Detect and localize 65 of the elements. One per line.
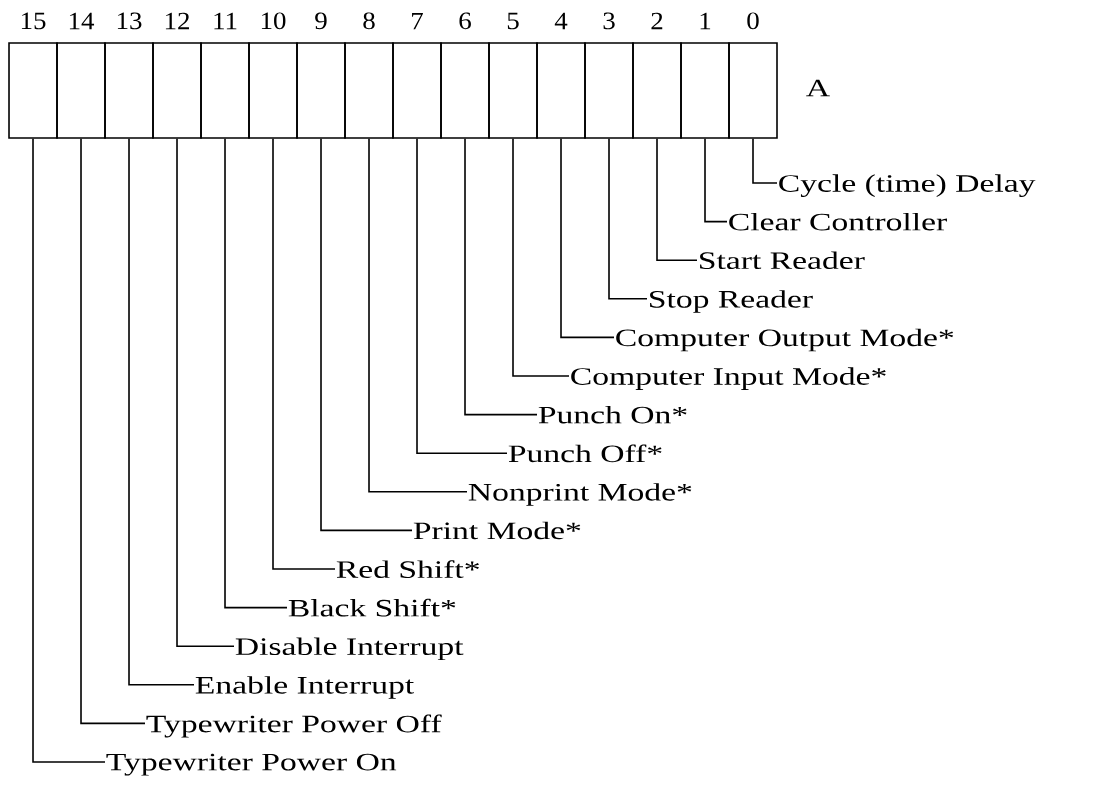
bit-label: Computer Input Mode* — [571, 367, 886, 390]
register-cell: 9 — [296, 12, 346, 139]
bit-label: Enable Interrupt — [195, 676, 414, 699]
node-label: 1 — [700, 12, 711, 30]
leader-line — [368, 138, 468, 493]
bit-label: Computer Output Mode* — [616, 328, 954, 352]
leader-line — [176, 138, 235, 647]
bit-label: Typewriter Power On — [106, 753, 397, 776]
bit-label: Typewriter Power Off — [146, 714, 442, 738]
node-label: 0 — [747, 12, 759, 30]
node-label: 9 — [315, 12, 327, 30]
register-cell: 14 — [56, 12, 106, 139]
leader-line — [272, 138, 336, 570]
bit-label: Punch Off* — [508, 444, 662, 463]
register-cell: 3 — [584, 12, 634, 139]
leader-line — [752, 138, 778, 184]
leader-line — [464, 138, 538, 416]
leader-line — [560, 138, 615, 339]
node-label: 10 — [261, 12, 286, 30]
node-label: 6 — [459, 12, 471, 30]
register-cell: 1 — [680, 12, 730, 139]
register-cell: 7 — [392, 12, 442, 139]
register-cell: 10 — [248, 12, 298, 139]
leader-line — [320, 138, 413, 532]
node-label: 4 — [554, 12, 568, 30]
bit-label: Nonprint Mode* — [468, 483, 692, 506]
bit-label: Start Reader — [700, 251, 865, 270]
leader-line — [512, 138, 570, 377]
leader-line — [416, 138, 508, 454]
node-label: 5 — [507, 12, 519, 30]
node-label: 8 — [363, 12, 375, 30]
leader-line — [80, 138, 146, 725]
register-cell: 2 — [632, 12, 682, 139]
node-label: 7 — [412, 12, 423, 30]
bit-label: Print Mode* — [413, 521, 581, 540]
node-label: 14 — [69, 12, 95, 30]
register-cell: 6 — [440, 12, 490, 139]
leader-line — [656, 138, 698, 261]
register-cell: 13 — [104, 12, 154, 139]
leader-line — [224, 138, 288, 609]
register-cell: 15 — [8, 12, 58, 139]
node-label: 11 — [214, 12, 237, 30]
register-cell: 8 — [344, 12, 394, 139]
register-cell: 0 — [728, 12, 778, 139]
node-label: 15 — [21, 12, 46, 30]
bit-label: Stop Reader — [650, 290, 813, 313]
bit-label: Punch On* — [538, 405, 687, 424]
node-label: 13 — [117, 12, 142, 30]
bit-label: Red Shift* — [336, 560, 479, 578]
register-cell: 11 — [200, 12, 250, 139]
leader-line — [704, 138, 728, 223]
register-cell: 12 — [152, 12, 202, 139]
leader-line — [608, 138, 648, 300]
register-name: A — [806, 79, 830, 97]
node-label: 3 — [603, 12, 615, 30]
bit-label: Black Shift* — [288, 598, 456, 617]
node-label: 2 — [651, 12, 663, 30]
register-cell: 5 — [488, 12, 538, 139]
register-cell: 4 — [536, 12, 586, 139]
bit-label: Clear Controller — [729, 212, 947, 231]
bit-label: Disable Interrupt — [235, 637, 464, 661]
leader-line — [128, 138, 195, 686]
leader-line — [32, 138, 106, 763]
bit-label: Cycle (time) Delay — [779, 174, 1036, 197]
node-label: 12 — [165, 12, 189, 30]
